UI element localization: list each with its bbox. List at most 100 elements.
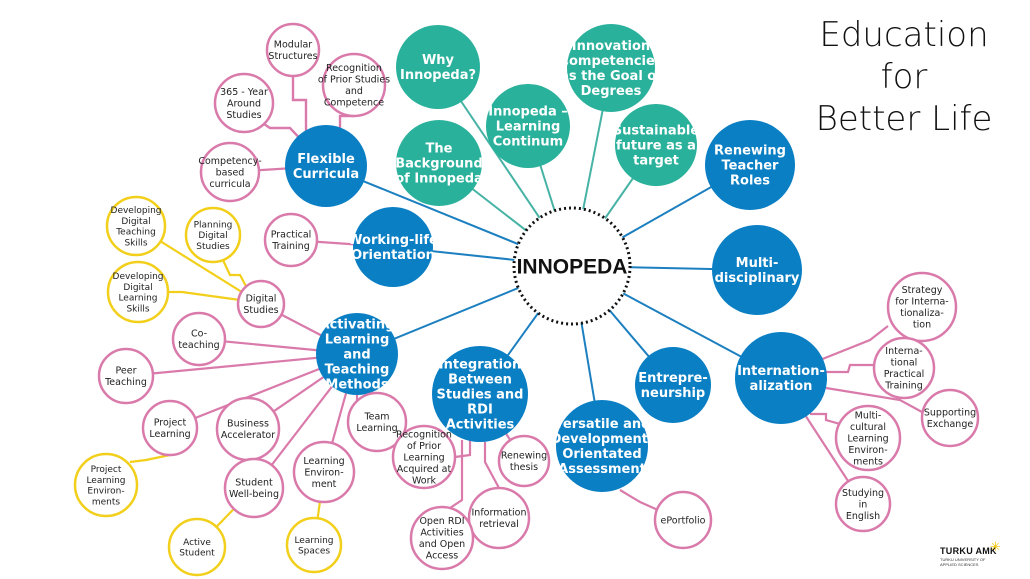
node-internationalization: Internation-alization [735, 332, 827, 424]
node-label-line: Continum [493, 135, 563, 150]
node-label-line: Renewing [714, 144, 786, 159]
node-label-line: Studies [196, 242, 230, 252]
node-label-line: INNOPEDA [517, 256, 628, 279]
node-label-line: Competence [324, 98, 384, 109]
node-label-line: Methods [325, 378, 388, 393]
node-label-line: tionaliza- [900, 308, 944, 319]
node-label-line: Environ- [87, 487, 124, 497]
node-circle [263, 212, 319, 268]
node-label-line: Learning [149, 429, 190, 440]
node-label-line: and [345, 86, 363, 97]
node-label-line: teaching [178, 340, 219, 351]
node-circle [73, 452, 139, 518]
node-label-line: Learning [303, 456, 344, 467]
node-label-line: Digital [121, 217, 150, 227]
node-circle [199, 141, 261, 203]
node-label-line: Roles [730, 174, 770, 189]
node-label-line: Well-being [229, 489, 279, 500]
node-circle [265, 22, 321, 78]
connector-integration-open [449, 440, 464, 509]
node-circle [106, 260, 170, 324]
node-circle [292, 440, 356, 504]
node-label-line: Project [154, 418, 187, 429]
node-circle [141, 399, 199, 457]
node-circle [486, 84, 570, 168]
node-label-line: Information [472, 508, 527, 519]
node-label-line: Learning [86, 476, 125, 486]
node-label-line: retrieval [479, 519, 519, 530]
node-label-line: Co- [191, 329, 207, 340]
node-label-line: Learning [356, 423, 397, 434]
connector-digital-planning [221, 257, 249, 291]
node-circle [321, 52, 387, 118]
node-label-line: The [426, 142, 453, 157]
node-label-line: Planning [194, 220, 233, 230]
node-label-line: Strategy [902, 285, 943, 296]
connector-project-environments [129, 453, 171, 464]
node-label-line: 365 - Year [220, 87, 268, 98]
title-line: Education [819, 15, 989, 55]
node-circle [409, 505, 475, 571]
sun-star-icon: ✳ [990, 540, 1001, 555]
node-circle [184, 206, 242, 264]
node-circle [396, 25, 480, 109]
node-label-line: Innopeda – [488, 105, 568, 120]
node-label-line: Studying [842, 488, 884, 499]
node-label-line: ment [312, 479, 337, 490]
connector-intl-multicultural [810, 412, 841, 426]
node-label-line: Background [395, 157, 483, 172]
node-circle [556, 400, 648, 492]
node-circle [285, 516, 343, 574]
node-label-line: Work [412, 475, 437, 486]
node-circle [886, 271, 958, 343]
node-label-line: alization [750, 379, 813, 394]
node-circle [497, 434, 551, 488]
node-label-line: Activating [320, 318, 395, 333]
node-label-line: Student [179, 549, 215, 559]
node-label-line: Working-life [348, 233, 438, 248]
node-circle [353, 207, 433, 287]
node-label-line: Flexible [297, 152, 355, 167]
node-label-line: tion [913, 320, 931, 331]
node-label-line: Peer [116, 366, 137, 377]
node-label-line: Acquired at [397, 464, 452, 475]
node-circle [615, 104, 697, 186]
node-circle [213, 72, 275, 134]
node-label-line: Modular [274, 40, 313, 51]
node-label-line: Team [363, 412, 389, 423]
node-label-line: Skills [126, 304, 149, 314]
node-circle [872, 336, 936, 400]
node-circle [567, 24, 655, 112]
node-label: Entrepre-neurship [638, 371, 708, 401]
node-label-line: Practical [271, 230, 312, 241]
node-circle [834, 404, 902, 472]
node-label-line: and Open [419, 539, 465, 550]
node-co-teaching: Co-teaching [171, 311, 227, 367]
node-label: Co-teaching [178, 329, 219, 352]
